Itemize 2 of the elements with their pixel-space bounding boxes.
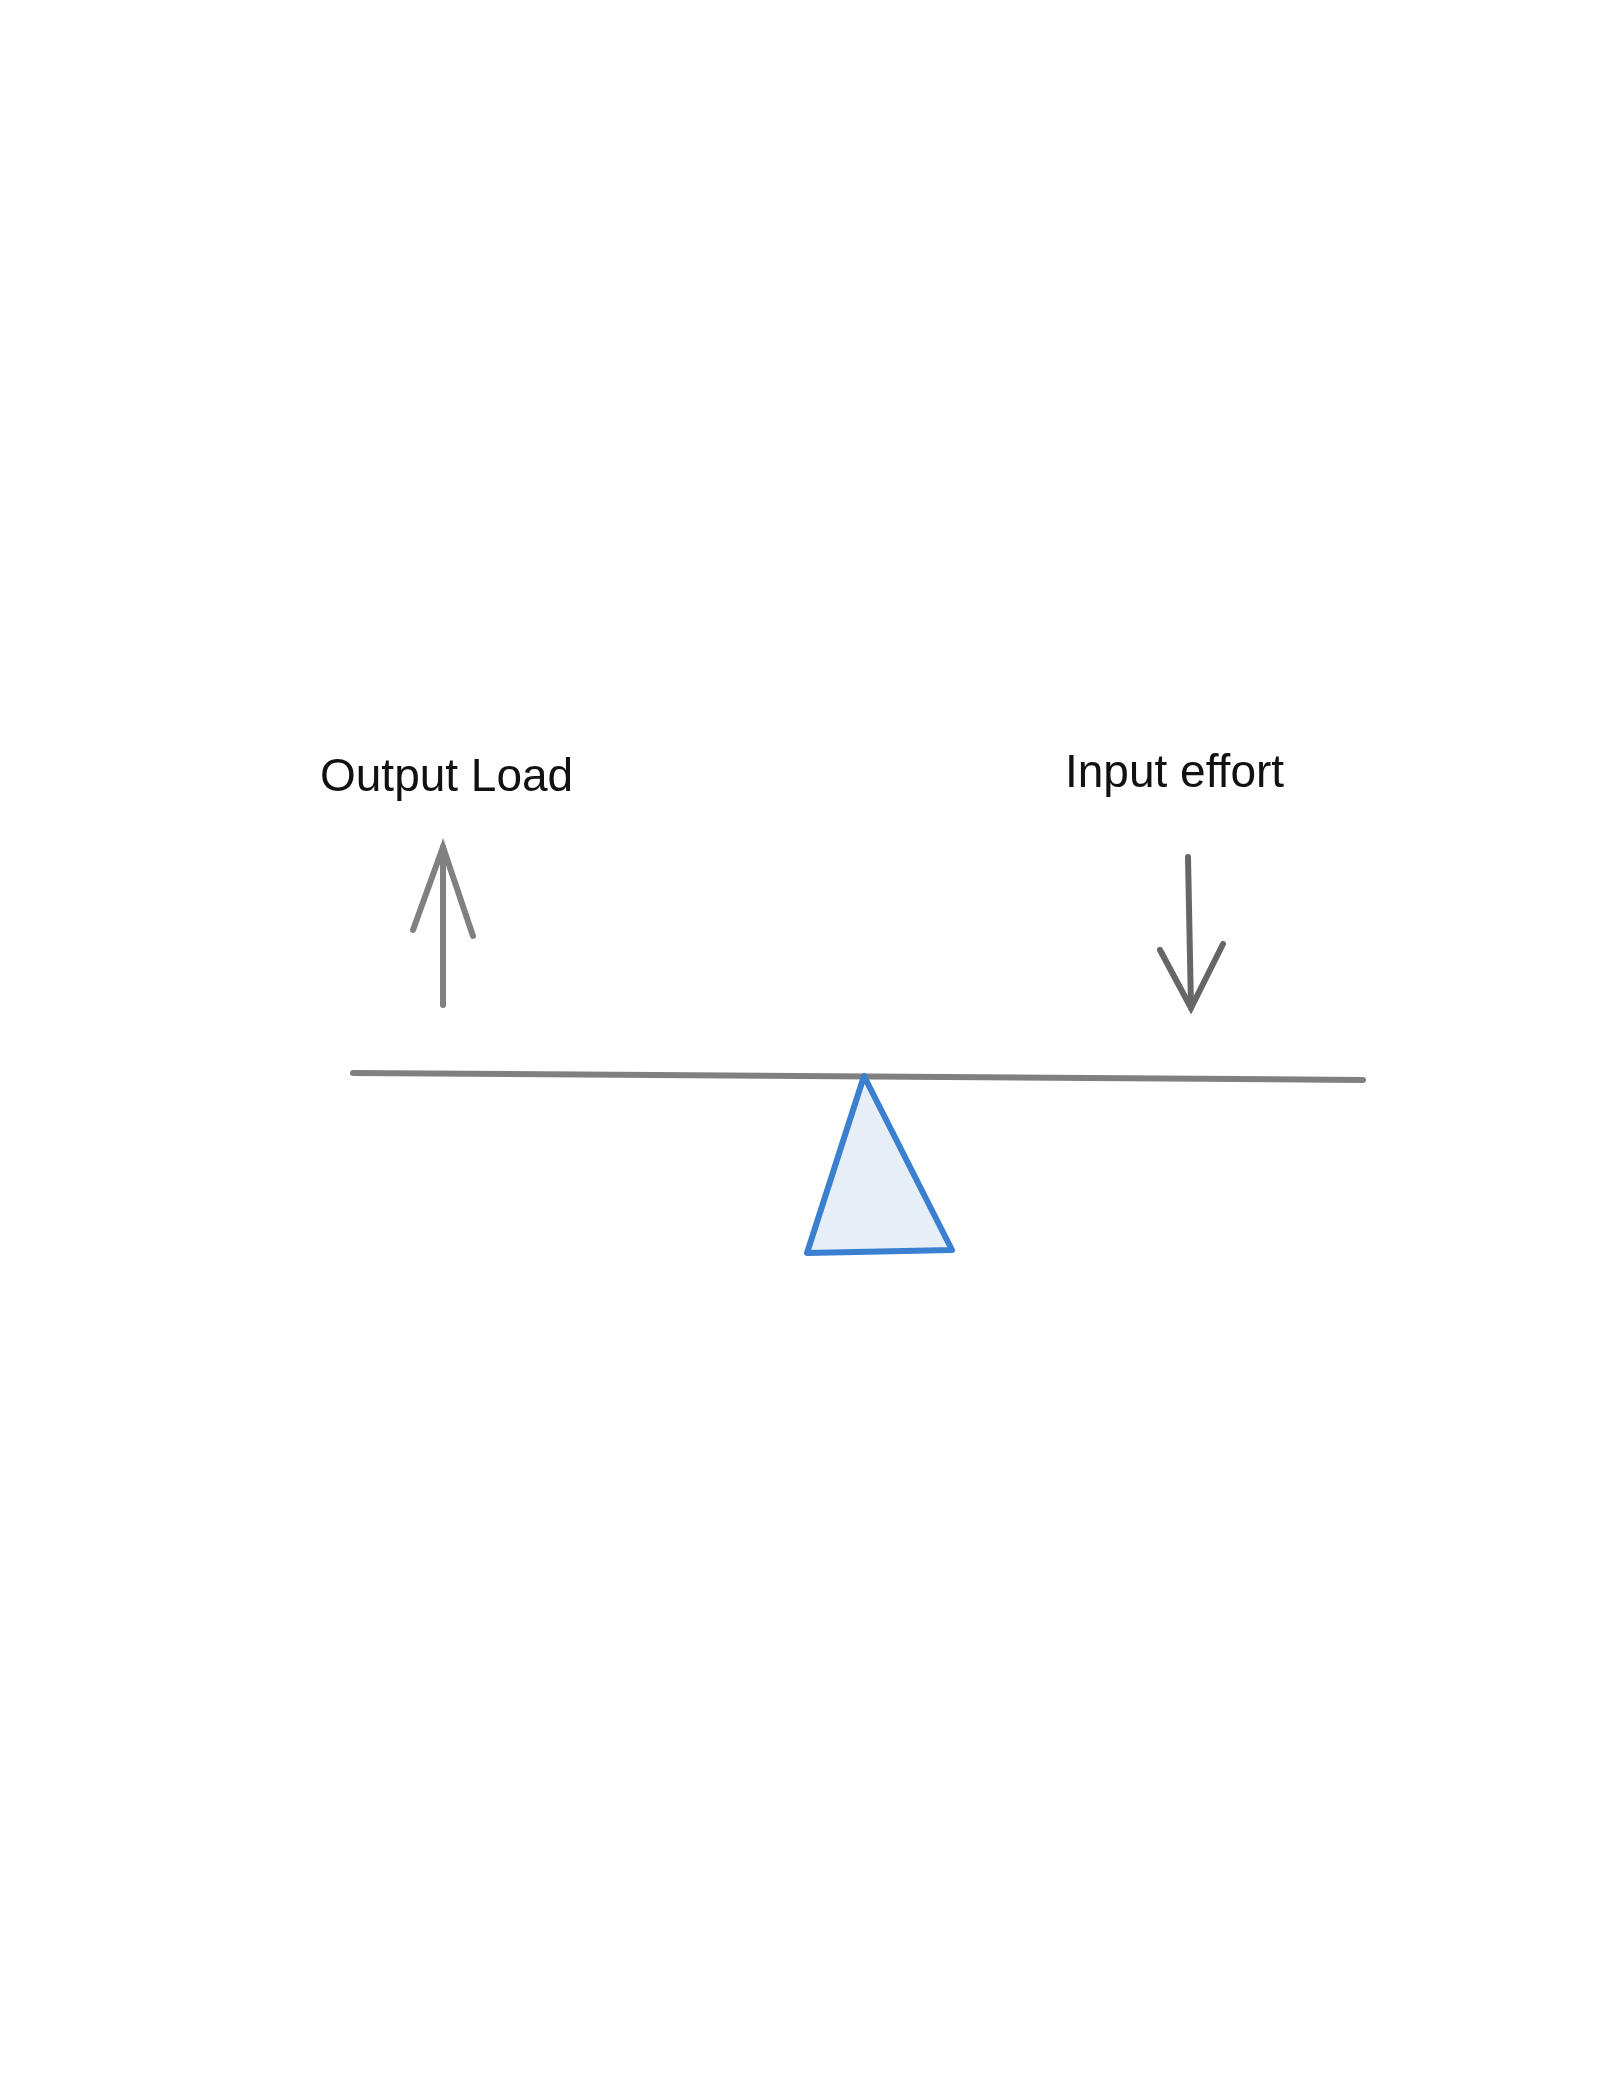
effort-label: Input effort [1065,746,1285,797]
load-label: Output Load [320,750,574,801]
